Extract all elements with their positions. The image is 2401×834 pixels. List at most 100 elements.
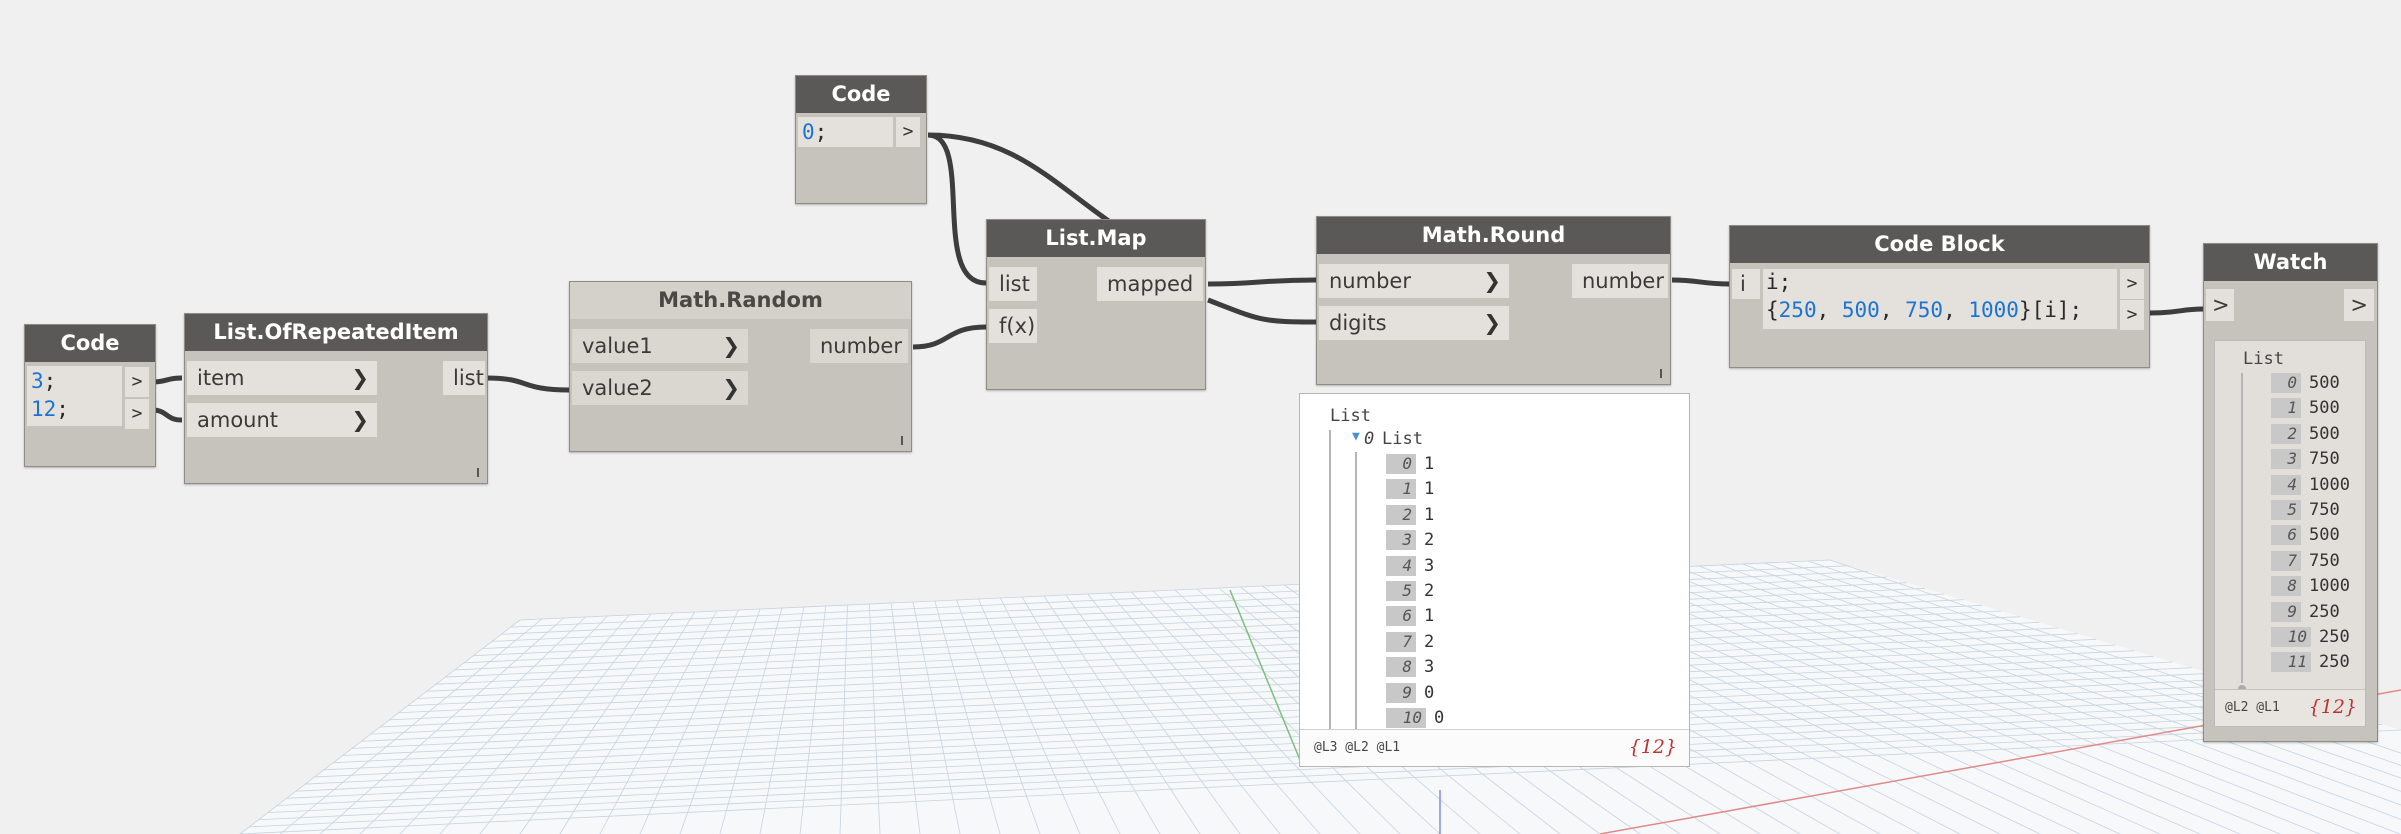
list-value: 3 [1424, 555, 1435, 576]
resize-handle[interactable] [901, 436, 903, 445]
list-value: 500 [2309, 423, 2340, 444]
list-index: 5 [1386, 581, 1416, 601]
input-port-fx[interactable]: f(x) [989, 309, 1037, 343]
chevron-right-icon: ❯ [1483, 311, 1501, 335]
list-index: 4 [1386, 555, 1416, 576]
math-round-node[interactable]: Math.Round number ❯ digits❯ number [1316, 216, 1671, 385]
list-index: 5 [2271, 500, 2301, 520]
code-line-1[interactable]: i; [1766, 270, 1792, 294]
input-port-value1[interactable]: value1❯ [572, 329, 748, 363]
input-port-amount[interactable]: amount❯ [187, 403, 377, 437]
code-number: 500 [1841, 298, 1880, 322]
list-levels[interactable]: @L3 @L2 @L1 [1314, 740, 1401, 755]
code-suffix: [i]; [2031, 298, 2083, 322]
port-label: value2 [582, 376, 653, 400]
list-of-repeated-item-node[interactable]: List.OfRepeatedItem item❯ amount❯ list [184, 313, 488, 484]
tree-line [1355, 452, 1357, 742]
item-count: {12} [1628, 736, 1677, 758]
list-index: 2 [2271, 423, 2301, 444]
list-map-node[interactable]: List.Map list f(x) mapped [986, 219, 1206, 390]
preview-footer: @L3 @L2 @L1 {12} [1300, 729, 1689, 766]
node-title: Math.Random [570, 282, 911, 319]
output-port[interactable]: > [2344, 289, 2374, 321]
list-value: 250 [2319, 652, 2350, 673]
code-area[interactable] [27, 366, 122, 426]
list-index: 0 [1386, 454, 1416, 474]
list-value: 1 [1424, 454, 1435, 474]
list-index: 8 [1386, 657, 1416, 678]
list-index: 6 [2271, 525, 2301, 546]
resize-handle[interactable] [477, 468, 479, 477]
code-line-2[interactable]: {250, 500, 750, 1000}[i]; [1766, 298, 2083, 322]
code-block-node-zero[interactable]: Code Block 0; > [795, 75, 927, 204]
code-number: 0 [802, 120, 815, 144]
code-number: 750 [1905, 298, 1944, 322]
list-index: 11 [2271, 652, 2311, 673]
code-number: 250 [1778, 298, 1817, 322]
list-value: 250 [2319, 627, 2350, 647]
input-port-list[interactable]: list [989, 267, 1037, 301]
output-port-number[interactable]: number [1572, 264, 1668, 298]
output-port-mapped[interactable]: mapped [1097, 267, 1203, 301]
input-port-i[interactable]: i [1732, 269, 1760, 299]
list-index: 7 [1386, 631, 1416, 652]
preview-root-label: List [1330, 406, 1371, 426]
output-port-number[interactable]: number [810, 329, 908, 363]
list-index: 7 [2271, 550, 2301, 571]
code-number: 12 [31, 397, 57, 421]
list-value: 500 [2309, 525, 2340, 546]
code-line-2[interactable]: 12; [31, 397, 69, 421]
output-port[interactable]: > [125, 367, 149, 397]
list-index: 8 [2271, 576, 2301, 597]
list-value: 0 [1434, 708, 1445, 728]
output-port[interactable]: > [125, 399, 149, 429]
code-block-node-lookup[interactable]: Code Block i i; {250, 500, 750, 1000}[i]… [1729, 225, 2150, 368]
list-value: 500 [2309, 373, 2340, 393]
output-port[interactable]: > [2120, 300, 2144, 330]
input-port-item[interactable]: item❯ [187, 361, 377, 395]
code-area[interactable] [798, 117, 893, 147]
input-port[interactable]: > [2206, 289, 2234, 321]
input-port-digits[interactable]: digits❯ [1319, 306, 1509, 340]
node-title: Math.Round [1317, 217, 1670, 254]
code-line-1[interactable]: 0; [802, 120, 828, 144]
collapse-triangle-icon[interactable]: ▼ [1352, 429, 1360, 444]
list-index: 10 [1386, 708, 1426, 728]
list-value: 750 [2309, 500, 2340, 520]
code-line-1[interactable]: 3; [31, 369, 57, 393]
resize-handle[interactable] [1660, 369, 1662, 378]
input-port-number[interactable]: number ❯ [1319, 264, 1509, 298]
port-label: value1 [582, 334, 653, 358]
sublist-index: 0 [1364, 429, 1375, 449]
list-value: 750 [2309, 550, 2340, 571]
port-label: item [197, 366, 245, 390]
chevron-right-icon: ❯ [1483, 269, 1501, 293]
list-index: 9 [1386, 682, 1416, 703]
round-output-preview[interactable]: List ▼ 0 List 01112132435261728390100110… [1299, 393, 1690, 767]
output-port[interactable]: > [2120, 269, 2144, 299]
code-number: 3 [31, 369, 44, 393]
list-value: 250 [2309, 601, 2340, 622]
code-block-node-inputs[interactable]: Code Block 3; 12; > > [24, 324, 156, 467]
input-port-value2[interactable]: value2❯ [572, 371, 748, 405]
list-levels[interactable]: @L2 @L1 [2225, 700, 2280, 715]
preview-root-label: List [2243, 349, 2284, 369]
list-value: 500 [2309, 398, 2340, 419]
list-value: 2 [1424, 581, 1435, 601]
tree-line [1329, 430, 1331, 742]
list-value: 2 [1424, 631, 1435, 652]
list-value: 2 [1424, 530, 1435, 551]
output-port-list[interactable]: list [443, 361, 485, 395]
list-index: 0 [2271, 373, 2301, 393]
port-label: number [1329, 269, 1411, 293]
math-random-node[interactable]: Math.Random value1❯ value2❯ number [569, 281, 912, 452]
node-title: List.OfRepeatedItem [185, 314, 487, 351]
output-port[interactable]: > [896, 117, 920, 147]
port-label: amount [197, 408, 279, 432]
node-title: Code Block [25, 325, 155, 392]
list-value: 1 [1424, 606, 1435, 627]
code-area[interactable] [1763, 269, 2117, 329]
